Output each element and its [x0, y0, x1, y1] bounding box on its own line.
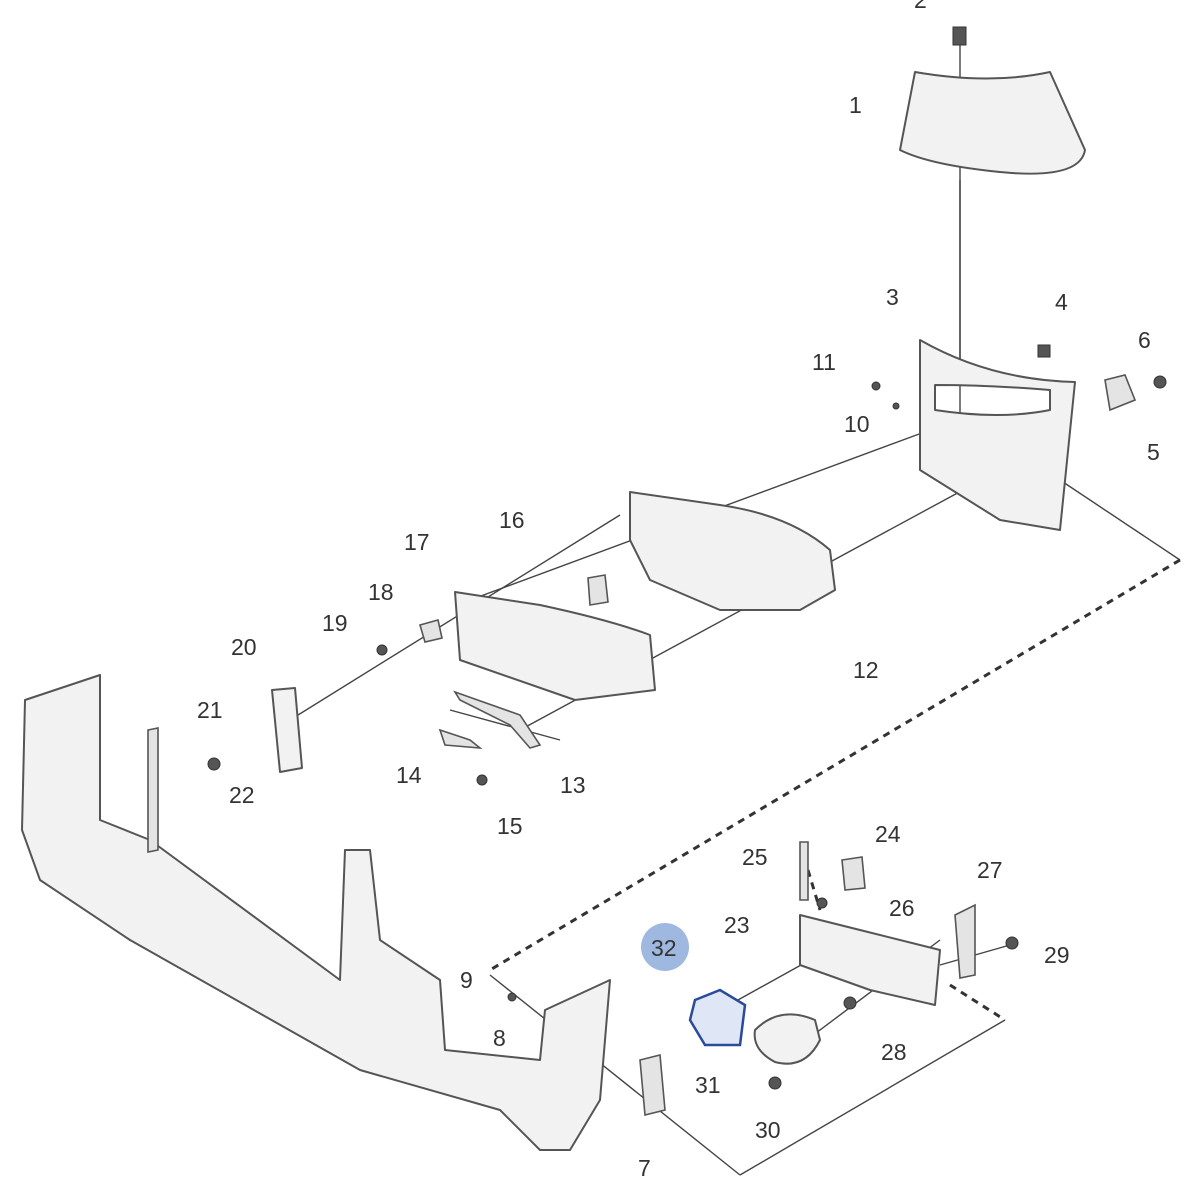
callout-16[interactable]: 16 — [499, 507, 525, 533]
callout-23[interactable]: 23 — [724, 912, 750, 938]
part-3-panel — [919, 339, 1076, 531]
part-8 — [507, 992, 517, 1002]
callout-3[interactable]: 3 — [886, 284, 899, 310]
callout-13[interactable]: 13 — [560, 772, 586, 798]
callout-14[interactable]: 14 — [396, 762, 422, 788]
part-1-cover — [899, 71, 1086, 175]
part-10 — [892, 402, 900, 410]
callout-29[interactable]: 29 — [1044, 942, 1070, 968]
part-shapes — [21, 26, 1167, 1151]
callout-labels: 2 1 3 4 6 11 10 5 16 17 12 18 19 20 21 2… — [197, 0, 1160, 1181]
bolt-19 — [376, 644, 388, 656]
callout-9[interactable]: 9 — [460, 967, 473, 993]
callout-28[interactable]: 28 — [881, 1039, 907, 1065]
callout-7[interactable]: 7 — [638, 1155, 651, 1181]
part-16 — [587, 574, 609, 606]
part-18 — [419, 619, 443, 643]
callout-26[interactable]: 26 — [889, 895, 915, 921]
callout-11[interactable]: 11 — [812, 349, 836, 375]
bolt-28 — [843, 996, 857, 1010]
part-25-rod — [799, 841, 809, 901]
callout-5[interactable]: 5 — [1147, 439, 1160, 465]
part-14-clip — [438, 728, 483, 750]
callout-1[interactable]: 1 — [849, 92, 862, 118]
bolt-29 — [1005, 936, 1019, 950]
callout-27[interactable]: 27 — [977, 857, 1003, 883]
callout-25[interactable]: 25 — [742, 844, 768, 870]
part-27 — [954, 903, 976, 979]
part-24 — [841, 856, 866, 891]
bolt-6 — [1153, 375, 1167, 389]
part-23-bracket — [799, 914, 941, 1006]
callout-2[interactable]: 2 — [914, 0, 927, 13]
part-12-headlamp-housing — [629, 491, 836, 611]
bolt-2 — [952, 26, 967, 46]
callout-32[interactable]: 32 — [651, 935, 677, 961]
bolt-26 — [816, 897, 828, 909]
part-7-bracket — [639, 1053, 666, 1117]
part-32-fog-lamp-highlighted[interactable] — [688, 988, 747, 1047]
callout-30[interactable]: 30 — [755, 1117, 781, 1143]
part-5-bracket — [1104, 374, 1137, 412]
callout-21[interactable]: 21 — [197, 697, 223, 723]
part-20-reflector — [271, 687, 303, 773]
callout-24[interactable]: 24 — [875, 821, 901, 847]
callout-20[interactable]: 20 — [231, 634, 257, 660]
bolt-22 — [207, 757, 221, 771]
callout-19[interactable]: 19 — [322, 610, 348, 636]
callout-8[interactable]: 8 — [493, 1025, 506, 1051]
bumper-bracket — [147, 727, 159, 853]
part-17-headlamp — [454, 591, 656, 701]
bolt-4 — [1037, 344, 1051, 358]
part-31-fog-lamp — [753, 1013, 821, 1065]
callout-4[interactable]: 4 — [1055, 289, 1068, 315]
bolt-15 — [476, 774, 488, 786]
highlight-circle — [641, 923, 689, 971]
callout-15[interactable]: 15 — [497, 813, 523, 839]
callout-22[interactable]: 22 — [229, 782, 255, 808]
callout-10[interactable]: 10 — [844, 411, 870, 437]
part-11 — [871, 381, 881, 391]
part-bumper — [21, 674, 611, 1151]
callout-31[interactable]: 31 — [695, 1072, 721, 1098]
callout-17[interactable]: 17 — [404, 529, 430, 555]
callout-18[interactable]: 18 — [368, 579, 394, 605]
bolt-30 — [768, 1076, 782, 1090]
part-13-strip — [453, 690, 542, 749]
callout-6[interactable]: 6 — [1138, 327, 1151, 353]
callout-12[interactable]: 12 — [853, 657, 879, 683]
